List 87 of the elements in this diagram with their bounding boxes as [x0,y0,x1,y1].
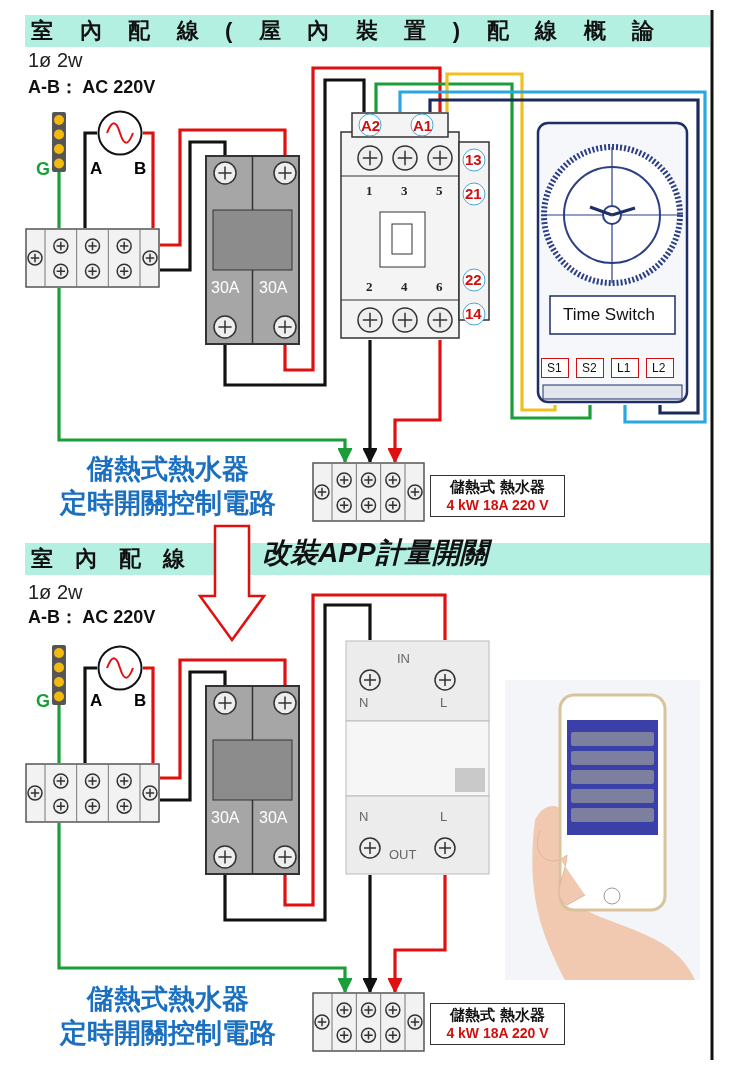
rating-label: 30A [211,810,240,826]
wire-arrow [362,875,378,993]
wire [398,90,707,424]
wire [283,593,447,907]
phase-note: 1ø 2w [28,582,83,602]
terminal-label: IN [397,652,410,665]
wire-arrow [387,875,447,993]
coil-terminal-label: A1 [413,118,433,133]
coil-terminal-label: A2 [361,118,381,133]
wire [57,172,61,228]
load-label-box [430,475,565,517]
wire [223,78,366,387]
ground-label: G [36,160,50,178]
wire [160,140,227,272]
terminal-number: 5 [436,184,443,197]
terminal-label: L2 [652,362,666,374]
rating-label: 30A [259,810,288,826]
device-label: Time Switch [563,306,655,323]
ground-label: G [36,692,50,710]
terminal-number: 6 [436,280,443,293]
wire [223,603,372,922]
circuit-breaker [205,155,300,345]
terminal-label: L [440,810,448,823]
wire [428,98,700,415]
rating-label: 30A [211,280,240,296]
load-rating: 4 kW 18A 220 V [445,498,550,512]
smart-switch-drawing [345,640,490,875]
wire [160,658,287,780]
terminal-number: 1 [366,184,373,197]
terminal-label: A [90,160,103,177]
wire-arrow [387,340,442,463]
terminal-label: N [359,696,369,709]
terminal-label: N [359,810,369,823]
terminal-number: 2 [366,280,373,293]
wire-arrow [57,823,353,993]
terminal-label: S1 [547,362,562,374]
rating-label: 30A [259,280,288,296]
contact-number: 21 [465,186,482,201]
wire [445,72,557,412]
wire [83,131,97,228]
terminal-label: A [90,692,103,709]
wire [143,666,155,763]
terminal-label: B [134,160,147,177]
terminal-label: B [134,692,147,709]
terminal-number: 4 [401,280,408,293]
time-switch-drawing [535,120,690,405]
contact-number: 22 [465,272,482,287]
load-name: 儲熱式 熱水器 [448,479,546,494]
wire [83,666,97,763]
wire [143,131,155,228]
contact-number: 13 [465,152,482,167]
caption: 儲熱式熱水器 [85,986,250,1013]
terminal-block [312,462,425,522]
wire [160,128,287,247]
caption: 定時開關控制電路 [58,490,277,517]
wire-arrow [362,340,378,463]
terminal-block [25,763,160,823]
ground-post [52,112,66,172]
heading: 室內配線 [31,548,207,570]
load-label-box [430,1003,565,1045]
terminal-number: 3 [401,184,408,197]
caption: 定時開關控制電路 [58,1020,277,1047]
terminal-block [312,992,425,1052]
terminal-label: S2 [582,362,597,374]
load-name: 儲熱式 熱水器 [448,1007,546,1022]
ac-source-symbol [97,645,143,691]
terminal-block [25,228,160,288]
wire [374,82,592,420]
title: 室內配線(屋內裝置)配線概論 [31,20,681,42]
circuit-breaker [205,685,300,875]
wire [283,66,442,372]
wire-arrow [57,288,353,463]
wire [57,705,61,763]
phase-note: 1ø 2w [28,50,83,70]
contact-number: 14 [465,306,482,321]
voltage-note: A-B： AC 220V [28,608,156,626]
ground-post [52,645,66,705]
terminal-label: OUT [389,848,417,861]
load-rating: 4 kW 18A 220 V [445,1026,550,1040]
voltage-note: A-B： AC 220V [28,78,156,96]
phone-in-hand-picture [505,680,700,980]
contactor-drawing [340,112,490,340]
terminal-label: L1 [617,362,631,374]
wire [160,670,227,802]
terminal-label: L [440,696,448,709]
caption: 儲熱式熱水器 [85,456,250,483]
ac-source-symbol [97,110,143,156]
